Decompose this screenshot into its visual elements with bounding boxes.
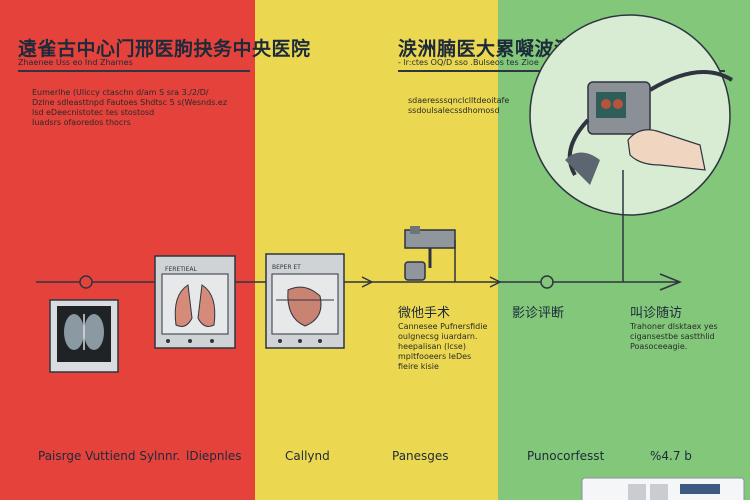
right-divider	[398, 70, 725, 72]
stage-label: 叫诊随访	[630, 306, 683, 321]
right-notes: sdaeresssqnclclltdeoitafe ssdoulsalecssd…	[408, 96, 528, 116]
bottom-label: Paisrge Vuttiend Sylnnr.	[38, 449, 181, 463]
stage-description-line: mpltfooeers IeDes	[398, 352, 472, 361]
stage-description-line: Cannesee Pufnersfidie	[398, 322, 488, 331]
stage-label: 影诊评断	[512, 306, 565, 321]
right-note-line: sdaeresssqnclclltdeoitafe	[408, 96, 510, 105]
stage-description-line: cigansestbe sastthlid	[630, 332, 715, 341]
right-note-line: ssdoulsalecssdhomosd	[408, 106, 500, 115]
stage-description: Trahoner dlsktaex yes cigansestbe sastth…	[630, 322, 745, 352]
left-subtitle: Zhaenee Uss eo Ind Zharnes	[18, 58, 133, 67]
stage-description: Cannesee Pufnersfidie oulgnecsg iuardarn…	[398, 322, 508, 372]
left-note-line: Dzlne sdleasttnpd Fautoes Shdtsc 5 s(Wes…	[32, 98, 228, 107]
green-panel	[498, 0, 750, 500]
left-divider	[18, 70, 250, 72]
left-note-line: Eumerlhe (Uliccy ctaschn d/am S sra 3./2…	[32, 88, 209, 97]
bottom-label: %4.7 b	[650, 449, 692, 463]
stage-description-line: Poasoceeagie.	[630, 342, 688, 351]
stage-description-line: heepalisan (lcse)	[398, 342, 466, 351]
bottom-label: Punocorfesst	[527, 449, 605, 463]
yellow-panel	[255, 0, 498, 500]
right-subtitle: - lr:ctes OQ/D sso .Bulseos tes Zioe	[398, 58, 539, 67]
left-note-line: lsd eDeecnistotec tes stostosd	[32, 108, 155, 117]
stage-label: 微他手术	[398, 306, 451, 321]
stage-description-line: Trahoner dlsktaex yes	[630, 322, 718, 331]
right-title: 涙洲腩医大累㘈波满朐手五术医院	[398, 38, 691, 60]
red-panel	[0, 0, 255, 500]
left-note-line: Iuadsrs ofaoredos thocrs	[32, 118, 131, 127]
stage-description-line: oulgnecsg iuardarn.	[398, 332, 478, 341]
left-notes: Eumerlhe (Uliccy ctaschn d/am S sra 3./2…	[32, 88, 247, 128]
stage-description-line: fieire kisie	[398, 362, 439, 371]
bottom-label: Panesges	[392, 449, 449, 463]
bottom-label: lDiepnles	[186, 449, 242, 463]
bottom-label: Callynd	[285, 449, 330, 463]
left-title: 遠雀古中心门邢医朐抉务中央医院	[18, 38, 311, 60]
